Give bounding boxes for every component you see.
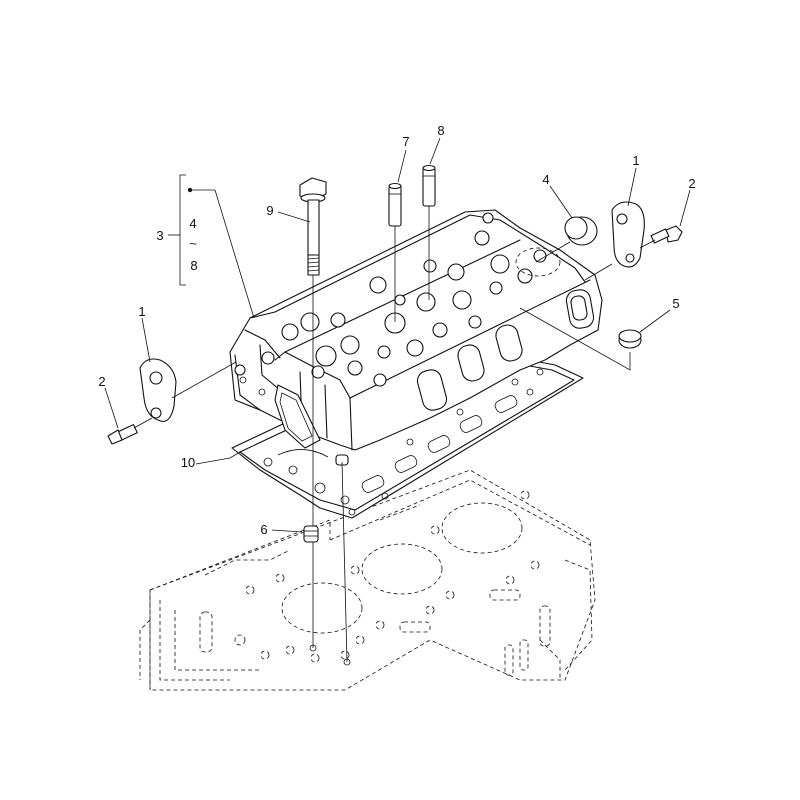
dowel-pin [303, 454, 351, 666]
callout-4: 4 [542, 172, 549, 187]
engine-hanger-right [584, 201, 645, 281]
valve-guide-8 [422, 164, 436, 300]
hanger-bolt-left [107, 417, 153, 445]
engine-hanger-left [139, 358, 237, 422]
valve-guide-7 [388, 182, 402, 322]
expansion-plug-5 [618, 329, 642, 349]
head-bolt [299, 177, 327, 652]
callout-3-range-symbol: ~ [189, 236, 197, 251]
callout-1-left: 1 [138, 304, 145, 319]
callout-8: 8 [437, 123, 444, 138]
hanger-bolt-right [639, 225, 683, 249]
callout-2-right: 2 [688, 176, 695, 191]
callout-labels: 1 1 2 2 3 4 ~ 8 4 5 6 7 8 9 10 [98, 123, 695, 537]
engine-block [139, 469, 596, 691]
callout-2-left: 2 [98, 374, 105, 389]
cylinder-head [229, 209, 603, 451]
callout-1-right: 1 [632, 153, 639, 168]
callout-3-range-start: 4 [189, 216, 196, 231]
expansion-plug-4 [535, 216, 598, 263]
callout-3: 3 [156, 228, 163, 243]
callout-3-range-end: 8 [190, 258, 197, 273]
valve-bores [234, 212, 547, 387]
exhaust-ports [416, 289, 595, 411]
callout-6: 6 [260, 522, 267, 537]
callout-9: 9 [266, 203, 273, 218]
callout-5: 5 [672, 296, 679, 311]
callout-10: 10 [181, 455, 195, 470]
callout-7: 7 [402, 134, 409, 149]
leader-lines [104, 137, 691, 533]
